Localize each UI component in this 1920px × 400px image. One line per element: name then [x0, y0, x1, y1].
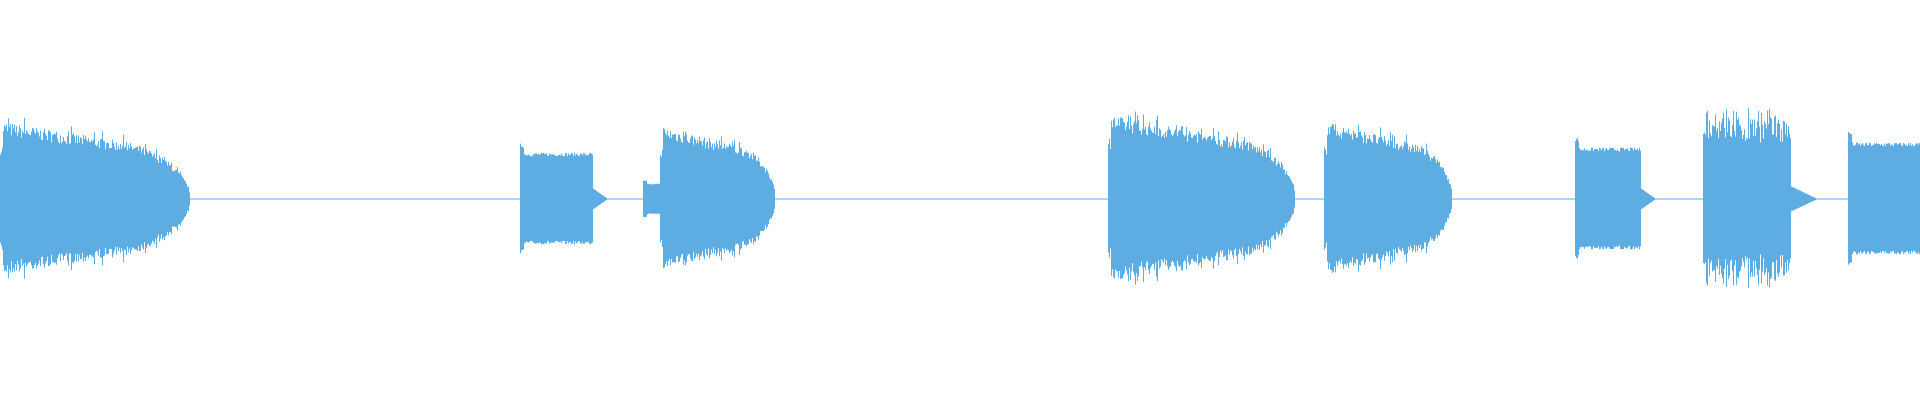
waveform-clip-1	[0, 117, 190, 279]
waveform-clip-9	[1848, 131, 1920, 265]
waveform-clip-6	[1324, 123, 1452, 273]
waveform-clip-3	[643, 180, 661, 217]
waveform-clip-7	[1575, 138, 1655, 259]
waveform-clip-5	[1108, 111, 1295, 285]
waveform-clip-8	[1703, 108, 1816, 288]
waveform-clip-4	[660, 128, 775, 269]
waveform-clip-2	[520, 143, 607, 254]
